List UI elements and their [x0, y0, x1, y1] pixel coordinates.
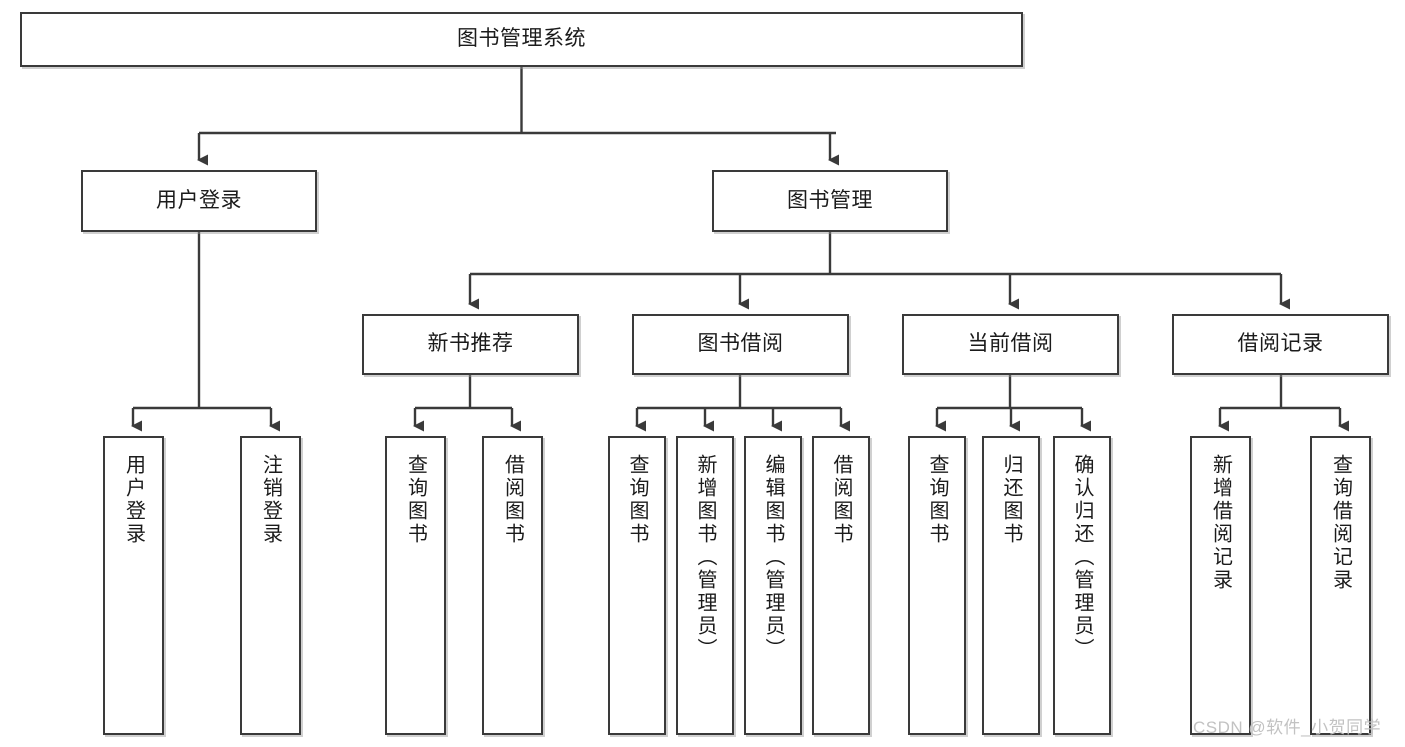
node-book-management-label: 图书管理 — [787, 188, 873, 212]
node-book-borrow-label: 图书借阅 — [697, 332, 784, 356]
node-user-login[interactable]: 用户登录 — [81, 170, 317, 232]
node-root-label: 图书管理系统 — [457, 27, 586, 51]
leaf-borrow-book-label: 借阅图书 — [830, 454, 852, 546]
node-new-book-recommend-label: 新书推荐 — [427, 332, 514, 356]
leaf-add-borrow-record-label: 新增借阅记录 — [1209, 454, 1232, 592]
leaf-return-book[interactable]: 归还图书 — [982, 436, 1040, 735]
leaf-return-book-label: 归还图书 — [1000, 454, 1022, 546]
leaf-query-book-borrow-label: 查询图书 — [626, 454, 648, 546]
leaf-user-login-label: 用户登录 — [122, 454, 145, 546]
leaf-borrow-book-recommend[interactable]: 借阅图书 — [482, 436, 543, 735]
leaf-confirm-return-admin-label: 确认归还（管理员） — [1071, 454, 1093, 661]
leaf-query-book-current[interactable]: 查询图书 — [908, 436, 966, 735]
leaf-add-borrow-record[interactable]: 新增借阅记录 — [1190, 436, 1251, 735]
leaf-add-book-admin-label: 新增图书（管理员） — [694, 454, 716, 661]
leaf-confirm-return-admin[interactable]: 确认归还（管理员） — [1053, 436, 1111, 735]
leaf-edit-book-admin-label: 编辑图书（管理员） — [762, 454, 784, 661]
node-book-borrow[interactable]: 图书借阅 — [632, 314, 849, 375]
leaf-user-login[interactable]: 用户登录 — [103, 436, 164, 735]
leaf-query-book-recommend[interactable]: 查询图书 — [385, 436, 446, 735]
node-new-book-recommend[interactable]: 新书推荐 — [362, 314, 579, 375]
leaf-add-book-admin[interactable]: 新增图书（管理员） — [676, 436, 734, 735]
node-user-login-label: 用户登录 — [156, 188, 242, 212]
leaf-query-borrow-record-label: 查询借阅记录 — [1329, 454, 1352, 592]
leaf-logout[interactable]: 注销登录 — [240, 436, 301, 735]
node-borrow-record-label: 借阅记录 — [1237, 332, 1324, 356]
leaf-edit-book-admin[interactable]: 编辑图书（管理员） — [744, 436, 802, 735]
node-book-management[interactable]: 图书管理 — [712, 170, 948, 232]
leaf-query-borrow-record[interactable]: 查询借阅记录 — [1310, 436, 1371, 735]
leaf-query-book-borrow[interactable]: 查询图书 — [608, 436, 666, 735]
leaf-borrow-book-recommend-label: 借阅图书 — [501, 454, 524, 546]
node-current-borrow-label: 当前借阅 — [967, 332, 1054, 356]
node-borrow-record[interactable]: 借阅记录 — [1172, 314, 1389, 375]
node-root[interactable]: 图书管理系统 — [20, 12, 1023, 67]
leaf-query-book-recommend-label: 查询图书 — [404, 454, 427, 546]
leaf-logout-label: 注销登录 — [259, 454, 282, 546]
leaf-query-book-current-label: 查询图书 — [926, 454, 948, 546]
node-current-borrow[interactable]: 当前借阅 — [902, 314, 1119, 375]
leaf-borrow-book[interactable]: 借阅图书 — [812, 436, 870, 735]
